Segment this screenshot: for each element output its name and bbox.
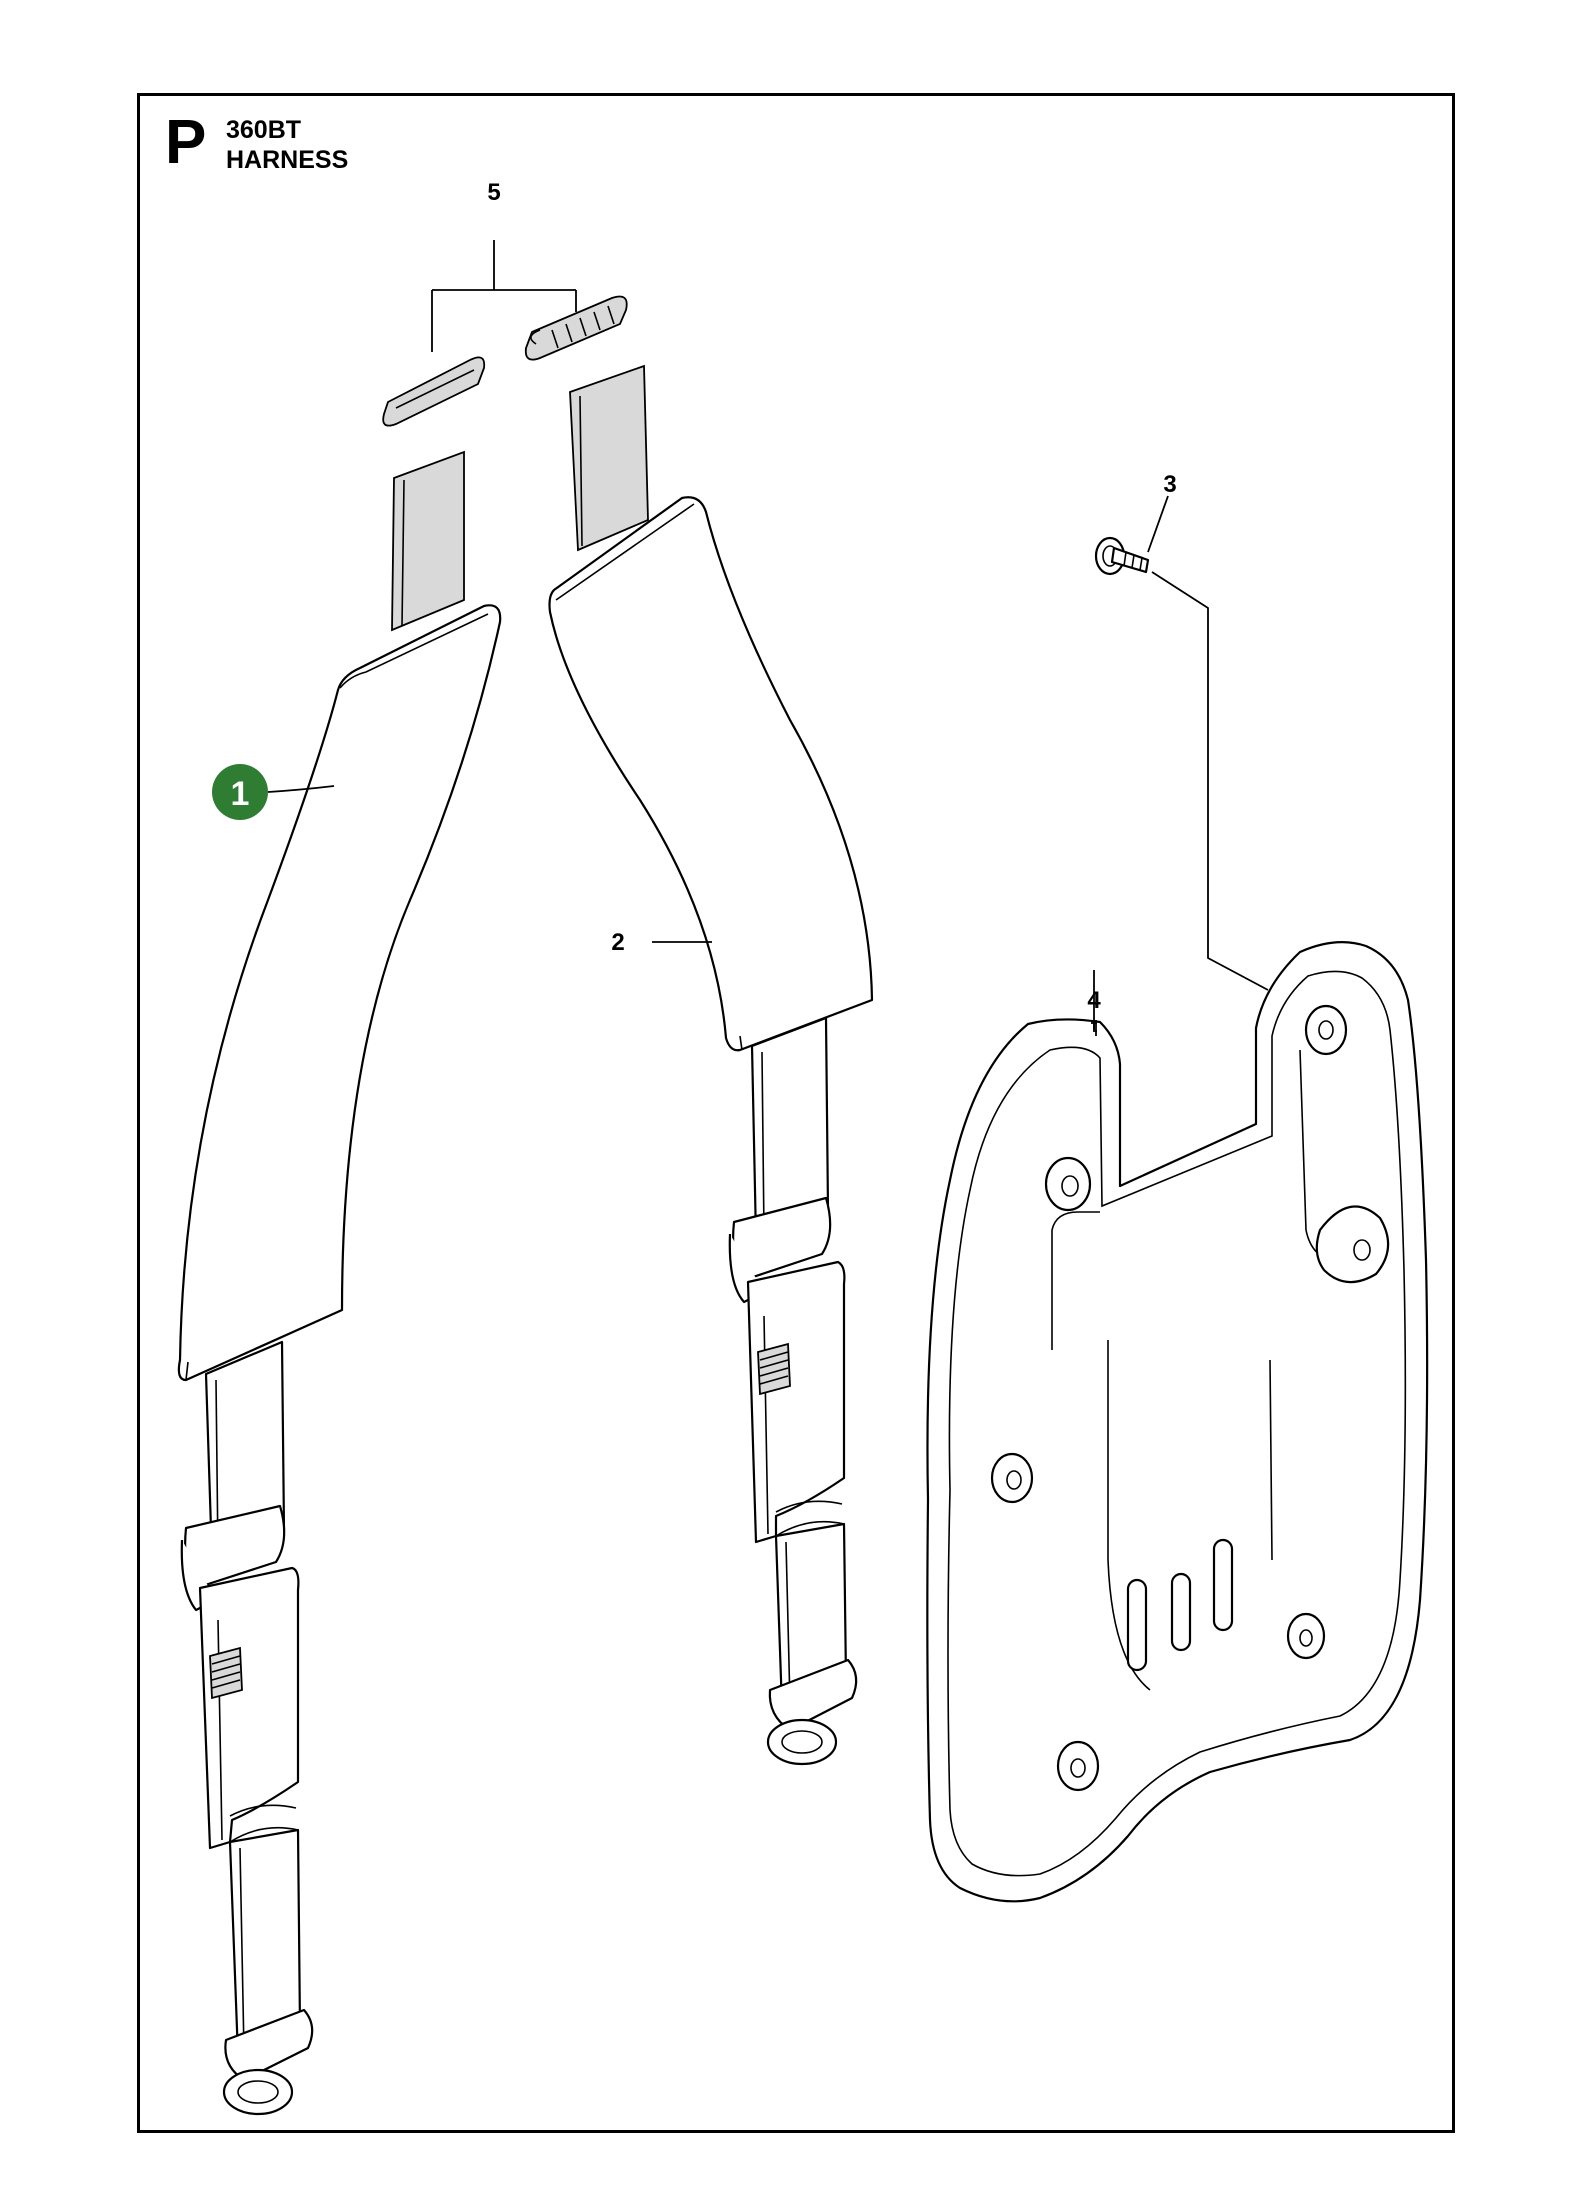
callout-2[interactable]: 2: [611, 929, 624, 956]
callout-4[interactable]: 4: [1087, 987, 1101, 1014]
diagram-frame: [137, 93, 1455, 2133]
strap-clip-right[interactable]: [524, 295, 628, 361]
strap-clip-left[interactable]: [382, 356, 486, 427]
diagram-title: HARNESS: [226, 146, 349, 174]
leader-1: [267, 785, 335, 793]
leader-5: [431, 240, 577, 352]
callout-1: 1: [231, 775, 250, 813]
section-letter: P: [165, 108, 207, 177]
callout-5[interactable]: 5: [487, 179, 500, 206]
leader-3: [1147, 495, 1269, 991]
left-strap-assembly[interactable]: [177, 450, 502, 2116]
callout-1-badge[interactable]: 1: [212, 764, 268, 820]
callout-3[interactable]: 3: [1163, 471, 1176, 498]
back-plate[interactable]: [926, 941, 1429, 1903]
model-name: 360BT: [226, 116, 302, 144]
screw[interactable]: [1094, 536, 1150, 576]
right-strap-assembly[interactable]: [548, 364, 874, 1766]
